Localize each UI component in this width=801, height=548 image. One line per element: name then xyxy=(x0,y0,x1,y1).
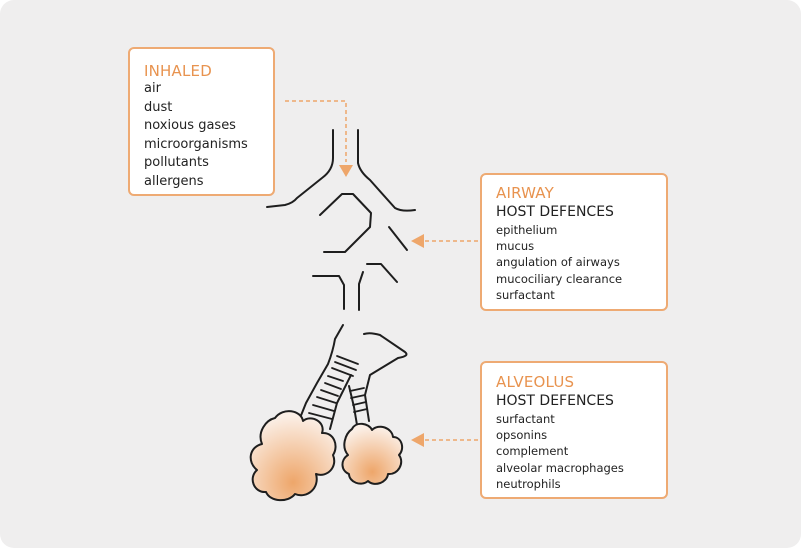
airway-right-wall xyxy=(363,332,408,422)
cartilage-ring xyxy=(353,408,368,413)
alveolus-title: ALVEOLUS xyxy=(496,373,575,391)
airway-item: mucociliary clearance xyxy=(496,271,623,286)
airway-item: surfactant xyxy=(496,287,555,302)
cartilage-ring xyxy=(350,394,366,399)
airway-left-wall xyxy=(295,324,344,429)
alveolus-item: complement xyxy=(496,444,569,459)
inhaled-arrowhead xyxy=(339,165,353,177)
inhaled-item: allergens xyxy=(144,173,204,189)
cartilage-ring xyxy=(324,382,342,390)
cartilage-ring xyxy=(336,355,359,365)
airway-item: angulation of airways xyxy=(496,255,620,270)
airway-arrowhead xyxy=(411,234,424,248)
cartilage-ring xyxy=(316,396,337,404)
inhaled-item: pollutants xyxy=(144,155,209,171)
right-bronchus-branch xyxy=(388,226,408,251)
inhaled-title: INHALED xyxy=(144,62,212,80)
cartilage-ring xyxy=(331,367,354,377)
airway-box: AIRWAY HOST DEFENCES epithelium mucus an… xyxy=(480,173,668,311)
airway-left-inner xyxy=(329,374,352,430)
airway-list: epithelium mucus angulation of airways m… xyxy=(496,222,652,303)
cartilage-ring xyxy=(352,401,367,406)
airway-subtitle: HOST DEFENCES xyxy=(496,204,614,220)
alveolus-subtitle: HOST DEFENCES xyxy=(496,393,614,409)
trachea-right-wall xyxy=(357,129,416,212)
cartilage-ring xyxy=(312,404,335,412)
left-bronchus-upper xyxy=(319,193,372,253)
inhaled-item: air xyxy=(144,81,161,96)
inhaled-list: air dust noxious gases microorganisms po… xyxy=(144,80,259,192)
alveolus-arrowhead xyxy=(411,433,424,447)
alveolus-list: surfactant opsonins complement alveolar … xyxy=(496,411,652,492)
alveolus-item: alveolar macrophages xyxy=(496,460,624,475)
alveolus-item: opsonins xyxy=(496,428,548,443)
airway-carina xyxy=(358,271,364,311)
inhaled-item: dust xyxy=(144,99,173,115)
cartilage-ring xyxy=(349,387,365,392)
airway-title: AIRWAY xyxy=(496,184,554,202)
inhaled-arrow-line xyxy=(285,100,347,162)
alveolus-item: surfactant xyxy=(496,412,555,426)
right-bronchus-mid xyxy=(366,263,398,283)
inhaled-box: INHALED air dust noxious gases microorga… xyxy=(128,47,275,196)
cartilage-ring xyxy=(327,375,344,382)
cartilage-ring xyxy=(320,389,339,397)
inhaled-item: microorganisms xyxy=(144,136,248,152)
alveolus-item: neutrophils xyxy=(496,476,561,491)
airway-item: epithelium xyxy=(496,223,558,237)
left-bronchus-mid xyxy=(312,275,345,310)
airway-right-inner xyxy=(348,385,358,426)
alveolus-box: ALVEOLUS HOST DEFENCES surfactant opsoni… xyxy=(480,361,668,499)
alveolus-right xyxy=(341,422,404,485)
trachea-left-wall xyxy=(266,129,334,208)
alveolus-left xyxy=(249,410,337,502)
airway-item: mucus xyxy=(496,239,535,254)
cartilage-ring xyxy=(334,361,357,371)
inhaled-item: noxious gases xyxy=(144,118,236,134)
cartilage-ring xyxy=(308,412,333,420)
